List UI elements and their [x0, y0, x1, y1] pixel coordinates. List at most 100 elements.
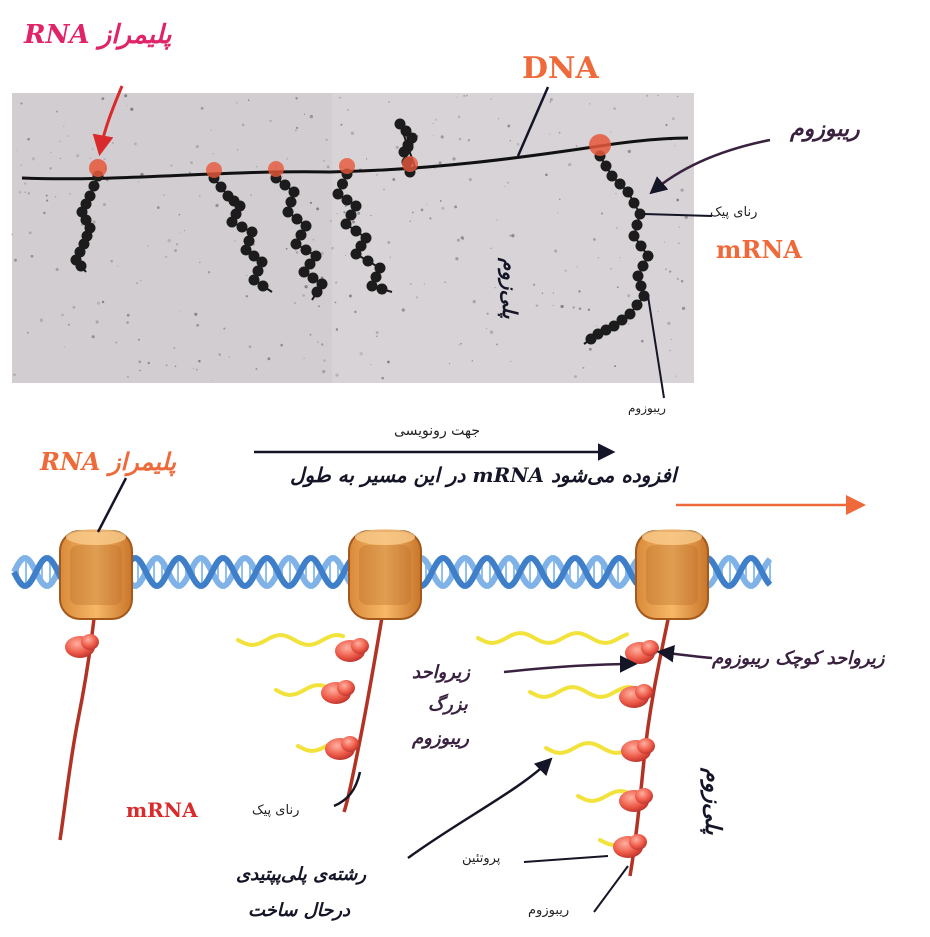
micrograph-speck	[321, 343, 323, 345]
micrograph-speck	[454, 206, 457, 209]
micrograph-speck	[316, 207, 319, 210]
ribosome-bead	[289, 187, 300, 198]
micrograph-speck	[138, 361, 141, 364]
micrograph-speck	[40, 319, 43, 322]
micrograph-speck	[370, 215, 371, 216]
micrograph-speck	[416, 296, 418, 298]
ribosome-bead	[615, 179, 626, 190]
micrograph-speck	[412, 212, 414, 214]
ribosome	[613, 834, 647, 858]
micrograph-speck	[269, 120, 271, 122]
micrograph-speck	[280, 344, 283, 347]
ribosome-bead	[636, 281, 647, 292]
small-subunit	[337, 680, 355, 696]
photo-polymerase-5	[402, 156, 418, 172]
micrograph-speck	[457, 239, 460, 242]
micrograph-speck	[166, 364, 168, 366]
micrograph-speck	[196, 369, 198, 371]
micrograph-speck	[286, 158, 288, 160]
photo-polymerase-1	[89, 159, 107, 177]
micrograph-speck	[13, 374, 16, 377]
diagram-ribosome-label: ریبوزوم	[528, 904, 569, 917]
micrograph-speck	[173, 347, 175, 349]
micrograph-speck	[455, 257, 458, 260]
micrograph-speck	[304, 114, 305, 115]
diagram-mrna-label: mRNA	[126, 800, 198, 820]
micrograph-speck	[486, 328, 487, 329]
ribosome	[321, 680, 355, 704]
micrograph-speck	[139, 370, 141, 372]
micrograph-speck	[296, 251, 299, 254]
photo-ribosome-bottom-label: ریبوزوم	[628, 402, 666, 414]
micrograph-speck	[360, 352, 363, 355]
micrograph-speck	[487, 313, 489, 315]
micrograph-speck	[215, 204, 218, 207]
diagram-messenger-rna-label: رنای پیک	[252, 804, 299, 817]
large-subunit-label-3: ریبوزوم	[412, 730, 469, 748]
micrograph-speck	[559, 199, 560, 200]
micrograph-speck	[189, 172, 191, 174]
micrograph-speck	[199, 262, 200, 263]
micrograph-speck	[180, 233, 181, 234]
micrograph-speck	[255, 368, 257, 370]
micrograph-speck	[138, 339, 140, 341]
micrograph-speck	[495, 287, 496, 288]
small-subunit	[635, 684, 653, 700]
micrograph-speck	[157, 206, 160, 209]
micrograph-speck	[140, 280, 142, 282]
rna-polymerase	[60, 529, 132, 619]
small-subunit	[351, 638, 369, 654]
micrograph-speck	[549, 133, 550, 134]
micrograph-speck	[64, 346, 65, 347]
micrograph-speck	[345, 255, 346, 256]
micrograph-speck	[251, 195, 252, 196]
micrograph-speck	[43, 212, 46, 215]
small-subunit	[81, 634, 99, 650]
micrograph-speck	[646, 95, 648, 97]
micrograph-speck	[456, 97, 457, 98]
micrograph-speck	[490, 99, 491, 100]
micrograph-speck	[175, 366, 177, 368]
micrograph-speck	[410, 221, 411, 222]
micrograph-speck	[55, 196, 57, 198]
micrograph-speck	[208, 271, 210, 273]
micrograph-speck	[63, 126, 64, 127]
ribosome-bead	[632, 300, 643, 311]
micrograph-speck	[589, 103, 590, 104]
micrograph-speck	[24, 182, 26, 184]
micrograph-speck	[671, 339, 672, 340]
micrograph-speck	[660, 187, 662, 189]
small-subunit	[341, 736, 359, 752]
micrograph-speck	[677, 96, 678, 97]
micrograph-speck	[504, 186, 505, 187]
micrograph-speck	[90, 157, 91, 158]
ribosome-bead	[216, 182, 227, 193]
micrograph-speck	[517, 143, 520, 146]
micrograph-speck	[554, 250, 557, 253]
micrograph-panel	[11, 93, 694, 383]
ribosome-bead	[629, 231, 640, 242]
small-subunit-pointer	[660, 652, 712, 658]
micrograph-speck	[111, 260, 113, 262]
ribosome-bead	[638, 261, 649, 272]
micrograph-speck	[168, 239, 171, 242]
micrograph-speck	[576, 145, 578, 147]
micrograph-speck	[127, 376, 129, 378]
micrograph-speck	[237, 149, 238, 150]
micrograph-speck	[550, 98, 553, 101]
ribosome-bead	[227, 217, 238, 228]
micrograph-speck	[11, 233, 13, 235]
micrograph-speck	[553, 292, 554, 293]
micrograph-speck	[589, 348, 592, 351]
micrograph-speck	[496, 219, 498, 221]
micrograph-speck	[102, 97, 105, 100]
photo-rna-polymerase-label: RNA پلیمراز	[24, 22, 171, 48]
diagram-rna-polymerase-label: RNA پلیمراز	[40, 450, 176, 474]
micrograph-speck	[614, 365, 616, 367]
micrograph-speck	[130, 108, 133, 111]
micrograph-speck	[354, 311, 356, 313]
micrograph-speck	[376, 174, 378, 176]
micrograph-speck	[449, 363, 450, 364]
micrograph-speck	[490, 331, 493, 334]
ribosome-bead	[629, 198, 640, 209]
